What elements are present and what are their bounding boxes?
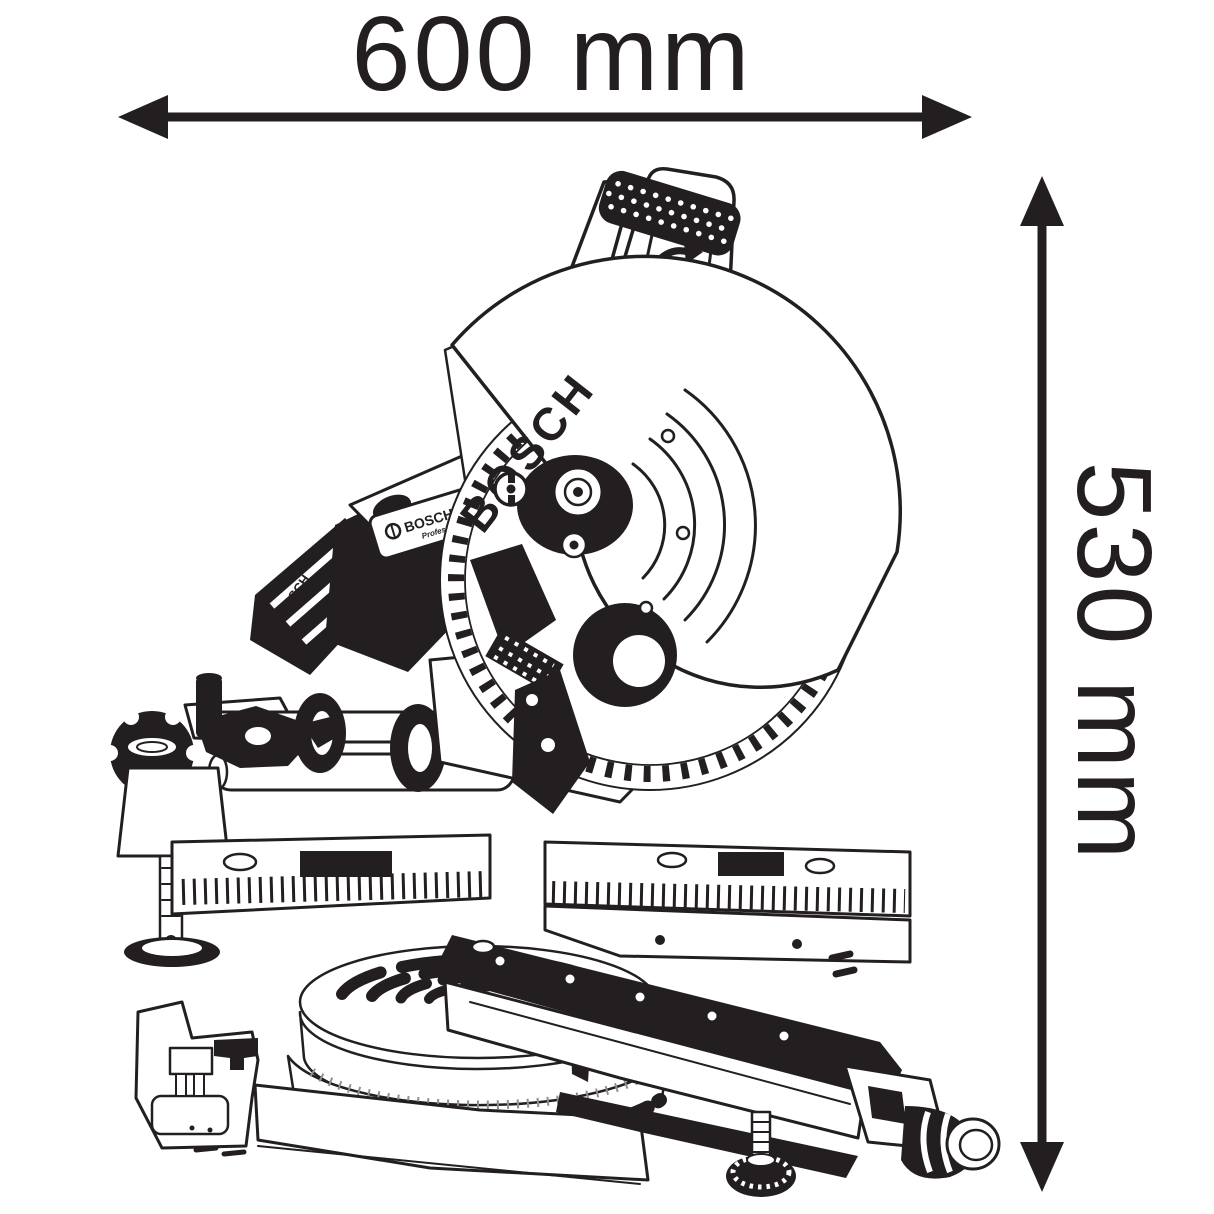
fence-scale-right: [551, 881, 906, 913]
fence-left: [170, 833, 492, 916]
base-apron: [253, 1083, 650, 1182]
extension-rail: [432, 935, 1001, 1197]
blade-guard: BOSCH: [450, 254, 903, 707]
height-arrow-bottom-head: [1020, 1142, 1064, 1192]
height-dimension-label: 530 mm: [1055, 462, 1173, 863]
width-arrow-left-head: [118, 95, 168, 139]
fence-right: [543, 840, 912, 978]
miter-scale-ticks: [309, 1068, 651, 1110]
extension-end-knob: [901, 1106, 1001, 1179]
mitre-saw-illustration: BOSCH BOSCH Professional: [102, 166, 1001, 1197]
fence-label-right: [718, 852, 784, 876]
height-arrow-top-head: [1020, 176, 1064, 226]
bosch-logo-icon-guard: [493, 471, 529, 507]
grip-pad: [598, 170, 741, 256]
fence-support-right: [543, 904, 912, 964]
fence-scale-left: [181, 871, 487, 905]
height-dimension: 530 mm: [1020, 176, 1173, 1192]
width-dimension: 600 mm: [118, 0, 972, 139]
extension-body: [443, 980, 867, 1140]
width-dimension-label: 600 mm: [352, 0, 753, 113]
leveling-foot: [726, 1110, 796, 1197]
extension-under-band: [556, 1092, 858, 1178]
base: [134, 1000, 650, 1185]
material-clamp: [102, 673, 342, 967]
bevel-linkage: [470, 544, 590, 814]
width-arrow-right-head: [922, 95, 972, 139]
extension-top-strip: [432, 935, 902, 1090]
base-knob: [214, 1038, 258, 1070]
fence-label-left: [300, 851, 392, 877]
